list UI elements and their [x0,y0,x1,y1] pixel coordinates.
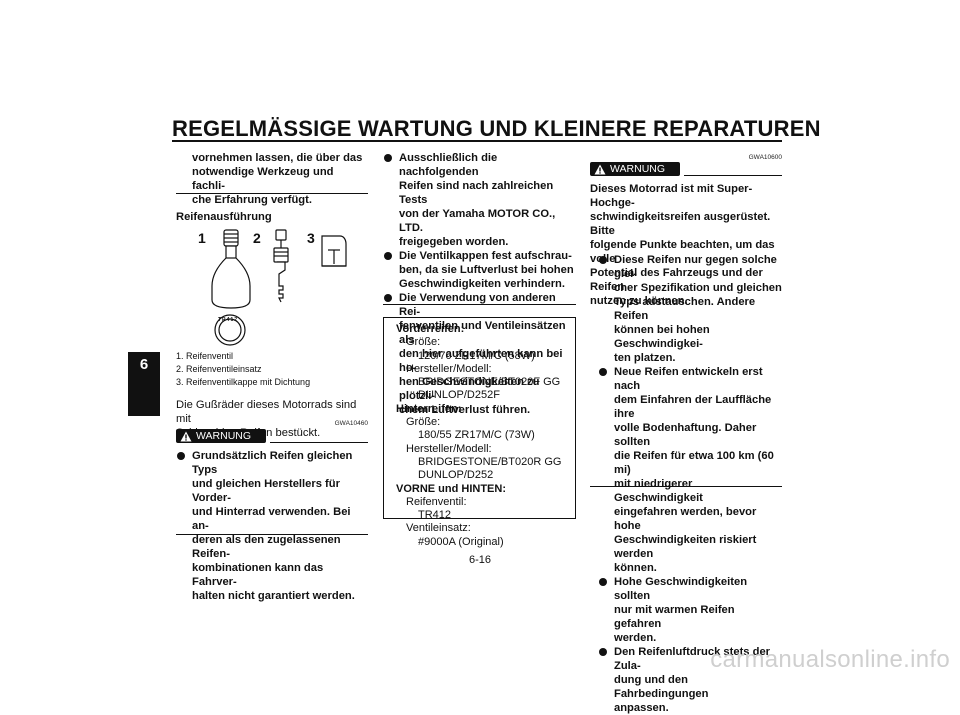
caption-item: 1. Reifenventil [176,351,234,361]
spec-label: Reifenventil: [406,495,467,508]
warning-end-rule [590,486,782,487]
text-line: che Erfahrung verfügt. [192,194,312,206]
spec-label: Hersteller/Modell: [406,442,492,455]
valve-figure: 1 2 3 TR412 [190,226,370,346]
header-rule [172,140,782,142]
chapter-tab: 6 [128,352,160,416]
spec-value: BRIDGESTONE/BT020R GG [418,455,562,468]
spec-label: Ventileinsatz: [406,522,471,535]
tire-spec-box: Vorderreifen: Größe: 120/70 ZR17M/C (58W… [383,317,576,548]
section-heading: Reifenausführung [176,211,272,223]
section-divider [176,193,368,194]
warning-intro: Dieses Motorrad ist mit Super-Hochge-sch… [590,183,775,307]
valve-cap-marking: TR412 [218,317,239,323]
warning-badge: WARNUNG [590,162,680,176]
warning-end-rule [383,304,576,305]
valve-illustration [211,229,347,346]
caption-item: 2. Reifenventileinsatz [176,364,262,374]
continuation-text: vornehmen lassen, die über das notwendig… [192,151,368,207]
spec-label: Größe: [406,416,441,429]
figure-number-2: 2 [253,230,261,246]
figure-number-3: 3 [307,230,315,246]
warning-bullet: Die Ventilkappen fest aufschrau-ben, da … [383,249,576,291]
caption-item: 3. Reifenventilkappe mit Dichtung [176,377,311,387]
text-line: notwendige Werkzeug und fachli- [192,166,334,192]
figure-number-1: 1 [198,230,206,246]
text-line: Die Gußräder dieses Motorrads sind mit [176,399,357,425]
warning-code: GWA10460 [334,420,368,427]
spec-value: DUNLOP/D252F [418,389,500,402]
spec-value: BRIDGESTONE/BT020F GG [418,376,561,389]
spec-label: Hersteller/Modell: [406,362,492,375]
text-line: vornehmen lassen, die über das [192,152,363,164]
spec-heading-rear: Hinterreifen: [396,402,462,415]
spec-value: 180/55 ZR17M/C (73W) [418,429,535,442]
warning-end-rule [176,534,368,535]
warning-code: GWA10600 [748,154,782,161]
page-number: 6-16 [468,554,492,566]
warning-rule [270,442,368,443]
warning-icon [180,431,192,441]
spec-value: TR412 [418,509,452,522]
warning-rule [684,175,782,176]
warning-bullet: Die Verwendung von anderen Rei-fenventil… [383,291,576,417]
spec-label: Größe: [406,336,441,349]
warning-label: WARNUNG [196,430,252,442]
spec-heading-both: VORNE und HINTEN: [396,482,506,495]
warning-icon [594,164,606,174]
spec-value: DUNLOP/D252 [418,469,494,482]
spec-value: 120/70 ZR17M/C (58W) [418,349,535,362]
page-title: REGELMÄSSIGE WARTUNG UND KLEINERE REPARA… [172,116,821,141]
warning-label: WARNUNG [610,163,666,175]
spec-value: #9000A (Original) [418,535,504,548]
warning-badge: WARNUNG [176,429,266,443]
warning-bullet: Diese Reifen nur gegen solche glei-cher … [598,253,782,365]
spec-heading-front: Vorderreifen: [396,323,465,335]
figure-captions: 1. Reifenventil 2. Reifenventileinsatz 3… [176,350,368,389]
watermark: carmanualsonline.info [710,646,950,673]
